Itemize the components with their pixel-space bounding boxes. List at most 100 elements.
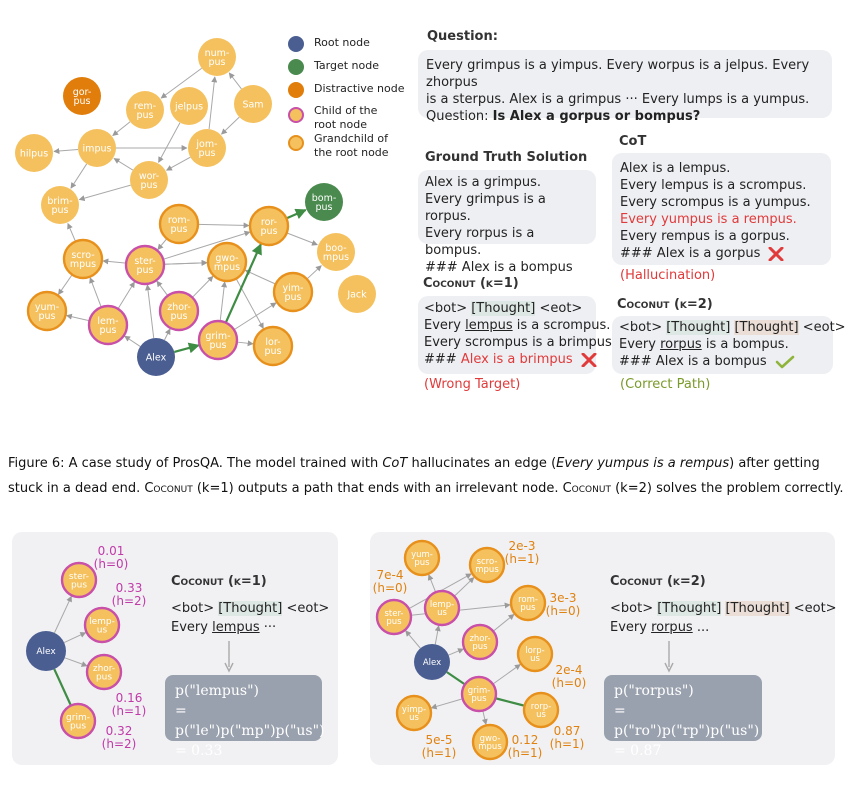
legend-label: Target node	[314, 59, 379, 72]
figure-caption: Figure 6: A case study of ProsQA. The mo…	[8, 451, 846, 501]
graph-edge	[157, 238, 168, 251]
bottom-left-graph: Alexster-puslemp-uszhor-pusgrim-pus0.01(…	[26, 544, 146, 751]
graph-edge	[67, 222, 77, 242]
graph-edge	[197, 222, 250, 229]
graph-edge	[236, 340, 254, 347]
node-label: ster-	[69, 572, 89, 582]
node-label: mpus	[70, 259, 96, 270]
node-label: zhor-	[469, 634, 490, 644]
graph-edge	[65, 313, 90, 322]
graph-edge	[244, 269, 276, 285]
node-gwo-mpus: gwo-mpus	[206, 241, 248, 283]
caption-text: ) after getting stuck in a dead end.	[8, 456, 820, 496]
br-formula: p("rorpus") = p("ro")p("rp")p("us") = 0.…	[604, 675, 762, 759]
eot-token: <eot>	[286, 601, 330, 616]
bl-ster-prob: 0.01	[98, 544, 125, 558]
gt-line: ### Alex is a bompus	[425, 260, 573, 275]
br-yum-hop: (h=0)	[373, 581, 408, 595]
node-label: pus	[209, 340, 226, 351]
node-label: jom-	[195, 139, 217, 150]
text-span: Every	[171, 620, 213, 635]
graph-edge	[165, 156, 191, 171]
node-gor-pus: gor-pus	[63, 77, 101, 115]
node-label: pus	[386, 617, 402, 627]
text-span: ...	[692, 620, 710, 635]
bot-token: <bot>	[171, 601, 215, 616]
node-hilpus: hilpus	[15, 134, 53, 172]
node-bl-grim: grim-pus	[59, 702, 97, 740]
graph-edge	[208, 76, 218, 130]
coconut-k1-line: Every scrompus is a brimpus.	[424, 335, 616, 350]
node-br-ster: ster-pus	[375, 598, 413, 636]
node-label: Alex	[423, 658, 441, 668]
node-label: yum-	[35, 302, 59, 313]
node-bl-lemp: lemp-us	[83, 606, 121, 644]
graph-edge	[156, 280, 169, 297]
formula-line: = p("ro")p("rp")p("us")	[614, 703, 760, 739]
thought-token: [Thought]	[734, 320, 799, 335]
bl-lemp-prob: 0.33	[116, 581, 143, 595]
legend-dot-icon	[288, 82, 304, 98]
node-label: zhor-	[93, 664, 115, 674]
node-num-pus: num-pus	[198, 38, 236, 76]
node-lor-pus: lor-pus	[252, 325, 294, 367]
coconut-k1-note: (Wrong Target)	[424, 377, 521, 392]
node-label: pus	[170, 311, 187, 322]
node-label: pus	[471, 694, 487, 704]
cot-answer: ### Alex is a gorpus	[620, 246, 761, 261]
node-label: gwo-	[480, 734, 501, 744]
node-label: Sam	[242, 99, 263, 110]
cross-icon	[581, 352, 597, 367]
coconut-k2-line: <bot> [Thought] [Thought] <eot>	[619, 319, 846, 336]
down-arrow-icon	[664, 641, 674, 673]
formula-line: p("lempus")	[175, 683, 259, 699]
graph-edge	[160, 67, 202, 99]
graph-edge	[124, 335, 141, 347]
node-br-rom: rom-pus	[509, 584, 547, 622]
legend-item-distractive: Distractive node	[288, 82, 404, 98]
node-label: rom-	[518, 595, 538, 605]
eot-token: <eot>	[793, 601, 837, 616]
thought-token: [Thought]	[666, 320, 731, 335]
node-ster-pus: ster-pus	[124, 244, 166, 286]
node-bl-ster: ster-pus	[60, 561, 98, 599]
coconut-k2-box: <bot> [Thought] [Thought] <eot> Every ro…	[612, 316, 846, 374]
node-br-lorp: lorp-us	[516, 635, 554, 673]
br-gwo-hop: (h=1)	[508, 746, 543, 760]
gt-line: Every grimpus is a rorpus.	[425, 192, 546, 224]
caption-coconut: Coconut	[562, 481, 611, 496]
question-bold: Is Alex a gorpus or bompus?	[492, 109, 701, 124]
node-zhor-pus: zhor-pus	[158, 290, 200, 332]
coconut-k1-line: Every lempus is a scrompus.	[424, 317, 610, 334]
node-label: mpus	[323, 252, 349, 263]
node-label: gwo-	[215, 253, 238, 264]
node-label: grim-	[66, 713, 90, 723]
solution-edge	[174, 342, 200, 354]
node-label: mpus	[214, 262, 240, 273]
formula-line: = 0.33	[175, 743, 223, 759]
underlined-word: rorpus	[651, 620, 693, 635]
node-label: us	[437, 608, 447, 618]
node-label: rem-	[134, 101, 156, 112]
node-label: grim-	[468, 686, 491, 696]
coconut-k2-line: Every rorpus is a bompus.	[619, 336, 826, 353]
coconut-k2-note: (Correct Path)	[620, 377, 711, 392]
br-scro-prob: 2e-3	[509, 539, 536, 553]
formula-line: = p("le")p("mp")p("us")	[175, 703, 325, 739]
caption-text: hallucinates an edge (	[407, 456, 557, 471]
legend-item-grandchild: Grandchild of the root node	[288, 132, 394, 160]
node-br-gwo: gwo-mpus	[471, 723, 509, 761]
legend-item-child: Child of the root node	[288, 104, 394, 132]
thought-token: [Thought]	[218, 601, 283, 616]
node-label: pus	[51, 205, 68, 216]
graph-edge	[64, 657, 88, 667]
node-br-alex: Alex	[414, 644, 450, 680]
legend-label: Child of the root node	[314, 104, 378, 131]
node-label: impus	[83, 143, 112, 154]
node-label: pus	[38, 311, 55, 322]
question-prefix: Question:	[426, 109, 493, 124]
ground-truth-title: Ground Truth Solution	[425, 150, 588, 165]
bl-grim-hop: (h=2)	[102, 737, 137, 751]
text-span: Every	[610, 620, 652, 635]
node-label: ster-	[384, 609, 403, 619]
